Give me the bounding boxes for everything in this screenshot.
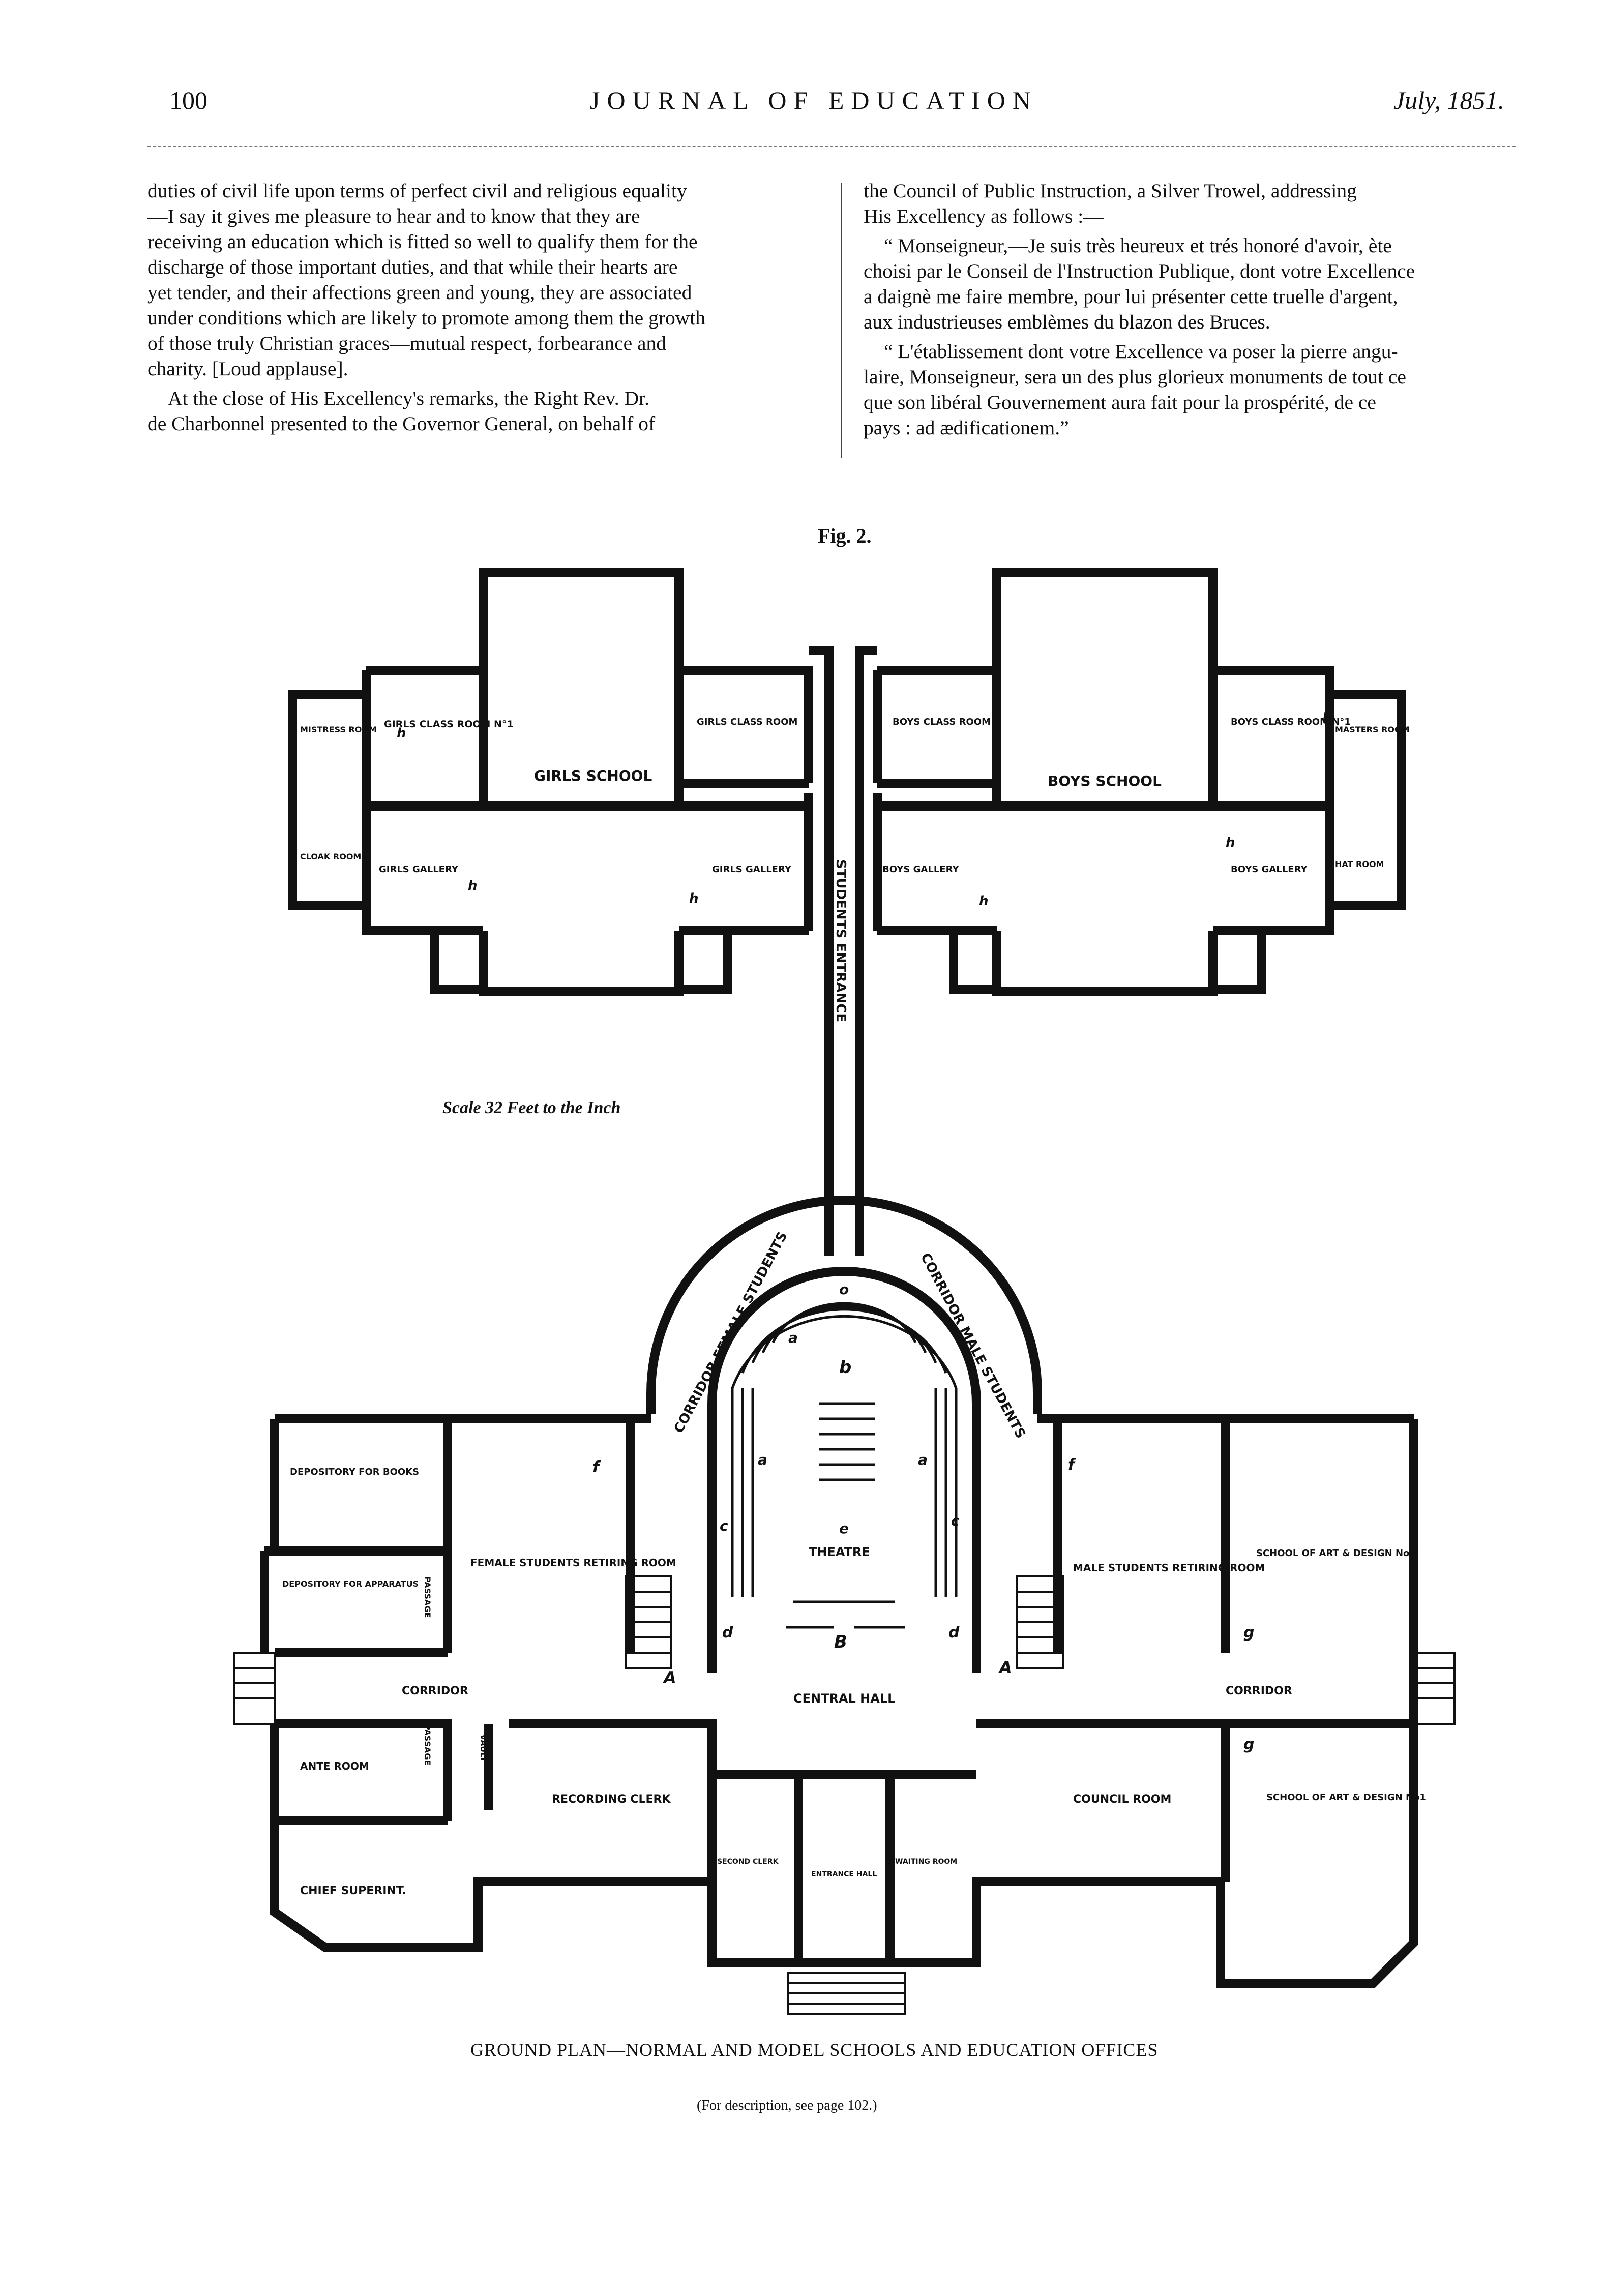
plan-letter-g: g [1243, 1736, 1254, 1753]
room-label-school-art-1: SCHOOL OF ART & DESIGN No1 [1266, 1792, 1426, 1803]
plan-letter-h: h [1322, 710, 1332, 726]
text-line: —I say it gives me pleasure to hear and … [147, 205, 640, 227]
plan-letter-h: h [1226, 835, 1235, 850]
room-label-second-clerk: SECOND CLERK [717, 1858, 779, 1866]
right-paragraph-3: “ L'établissement dont votre Excellence … [864, 339, 1525, 440]
text-line: de Charbonnel presented to the Governor … [147, 412, 656, 435]
page-number: 100 [169, 86, 207, 114]
text-line: que son libéral Gouvernement aura fait p… [864, 391, 1376, 413]
plan-letter-a: a [758, 1451, 767, 1468]
room-label-chief-superint: CHIEF SUPERINT. [300, 1885, 406, 1897]
plan-letter-h: h [468, 878, 478, 893]
room-label-female-retiring: FEMALE STUDENTS RETIRING ROOM [470, 1557, 676, 1569]
plan-letter-f: f [592, 1458, 601, 1476]
room-label-girls-gallery-right: GIRLS GALLERY [712, 864, 792, 875]
room-label-girls-class-1: GIRLS CLASS ROOM N°1 [384, 719, 514, 730]
issue-date: July, 1851. [1393, 86, 1505, 114]
room-label-girls-school: GIRLS SCHOOL [534, 767, 652, 784]
text-line: duties of civil life upon terms of perfe… [147, 180, 687, 202]
text-line: laire, Monseigneur, sera un des plus glo… [864, 366, 1406, 388]
scale-note: Scale 32 Feet to the Inch [442, 1098, 621, 1117]
plan-letter-d: d [948, 1624, 960, 1642]
column-rule [841, 183, 842, 458]
text-line: pays : ad ædificationem.” [864, 416, 1069, 439]
room-label-passage-lower: PASSAGE [423, 1724, 432, 1765]
plan-letter-c: c [951, 1512, 960, 1529]
plan-letter-h: h [689, 891, 699, 906]
room-label-ante: ANTE ROOM [300, 1760, 369, 1772]
room-label-boys-class: BOYS CLASS ROOM [893, 717, 991, 727]
text-line: aux industrieuses emblèmes du blazon des… [864, 311, 1270, 333]
room-label-cloak: CLOAK ROOM [300, 852, 361, 861]
room-label-students-entrance: STUDENTS ENTRANCE [833, 859, 848, 1022]
journal-title: JOURNAL OF EDUCATION [590, 86, 1038, 114]
room-label-boys-school: BOYS SCHOOL [1048, 772, 1162, 789]
plan-letter-a: a [918, 1451, 928, 1468]
plan-walls [260, 568, 1418, 1988]
text-line: of those truly Christian graces—mutual r… [147, 332, 667, 354]
left-column: duties of civil life upon terms of perfe… [147, 178, 824, 440]
text-line: yet tender, and their affections green a… [147, 281, 692, 304]
right-paragraph-2: “ Monseigneur,—Je suis très heureux et t… [864, 233, 1525, 335]
plan-letters: o a b a a e c c d d B A A f f g g h h h … [397, 710, 1332, 1753]
theatre-seating [731, 1302, 958, 1629]
figure-subcaption: (For description, see page 102.) [697, 2098, 877, 2113]
room-label-vault: VAULT [479, 1734, 488, 1762]
room-label-recording-clerk: RECORDING CLERK [552, 1793, 671, 1806]
plan-letter-B: B [834, 1632, 847, 1652]
text-line: choisi par le Conseil de l'Instruction P… [864, 260, 1415, 282]
room-label-girls-class: GIRLS CLASS ROOM [697, 717, 797, 727]
plan-letter-A: A [662, 1668, 676, 1687]
figure-caption: GROUND PLAN—NORMAL AND MODEL SCHOOLS AND… [470, 2040, 1159, 2060]
plan-letter-a: a [788, 1329, 798, 1346]
plan-letter-f: f [1068, 1456, 1077, 1474]
room-label-male-retiring: MALE STUDENTS RETIRING ROOM [1073, 1562, 1265, 1574]
room-label-corridor-right: CORRIDOR [1226, 1685, 1292, 1697]
figure-label: Fig. 2. [818, 524, 872, 547]
text-line: “ Monseigneur,—Je suis très heureux et t… [884, 234, 1392, 257]
room-label-depository-books: DEPOSITORY FOR BOOKS [290, 1467, 419, 1477]
text-line: At the close of His Excellency's remarks… [168, 387, 649, 409]
room-label-boys-gallery-left: BOYS GALLERY [882, 864, 959, 875]
room-label-central-hall: CENTRAL HALL [793, 1691, 895, 1706]
room-label-school-art-2: SCHOOL OF ART & DESIGN No 2 [1256, 1548, 1419, 1559]
room-label-boys-gallery-right: BOYS GALLERY [1231, 864, 1308, 875]
room-label-corridor-left: CORRIDOR [402, 1685, 468, 1697]
plan-letter-e: e [839, 1520, 849, 1537]
text-line: a daignè me faire membre, pour lui prése… [864, 285, 1398, 308]
room-label-master: MASTERS ROOM [1335, 725, 1410, 734]
plan-letter-h: h [979, 893, 989, 909]
room-label-boys-class-1: BOYS CLASS ROOM N°1 [1231, 717, 1351, 727]
right-column: the Council of Public Instruction, a Sil… [864, 178, 1525, 444]
plan-letter-d: d [722, 1624, 733, 1642]
left-paragraph-1: duties of civil life upon terms of perfe… [147, 178, 824, 381]
text-line: “ L'établissement dont votre Excellence … [884, 340, 1398, 363]
text-line: the Council of Public Instruction, a Sil… [864, 180, 1357, 202]
plan-letter-h: h [397, 726, 406, 741]
room-label-entrance-hall: ENTRANCE HALL [811, 1870, 877, 1878]
left-paragraph-2: At the close of His Excellency's remarks… [147, 385, 824, 436]
room-label-passage-upper: PASSAGE [423, 1576, 432, 1618]
room-label-waiting: WAITING ROOM [895, 1858, 957, 1866]
room-label-depository-apparatus: DEPOSITORY FOR APPARATUS [282, 1579, 419, 1589]
text-line: receiving an education which is fitted s… [147, 230, 698, 253]
room-label-hat: HAT ROOM [1335, 859, 1384, 869]
right-paragraph-1: the Council of Public Instruction, a Sil… [864, 178, 1525, 229]
stairs [233, 1575, 1456, 2015]
plan-letter-c: c [720, 1517, 728, 1534]
text-line: under conditions which are likely to pro… [147, 307, 705, 329]
room-label-council: COUNCIL ROOM [1073, 1793, 1171, 1806]
room-label-girls-gallery-left: GIRLS GALLERY [379, 864, 459, 875]
room-label-theatre: THEATRE [809, 1545, 870, 1559]
room-label-mistress: MISTRESS ROOM [300, 725, 377, 734]
plan-letter-g: g [1243, 1624, 1254, 1642]
text-line: His Excellency as follows :— [864, 205, 1104, 227]
header-rule [147, 146, 1516, 150]
plan-letter-o: o [839, 1281, 849, 1298]
text-line: charity. [Loud applause]. [147, 357, 348, 380]
text-line: discharge of those important duties, and… [147, 256, 678, 278]
plan-letter-A: A [998, 1658, 1012, 1677]
plan-letter-b: b [839, 1357, 851, 1378]
